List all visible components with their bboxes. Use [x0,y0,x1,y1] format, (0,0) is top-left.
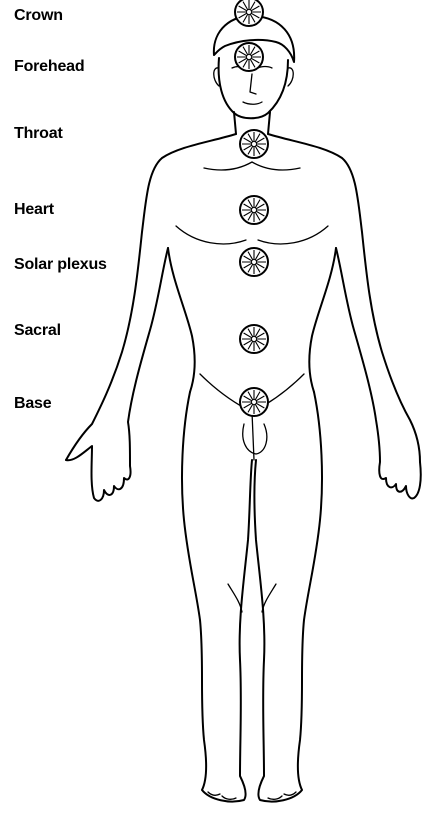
forehead-chakra-icon [235,43,263,71]
label-heart: Heart [14,201,54,219]
label-crown: Crown [14,7,63,25]
label-sacral: Sacral [14,322,61,340]
label-base: Base [14,395,51,413]
base-chakra-icon [240,388,268,416]
throat-chakra-icon [240,130,268,158]
label-forehead: Forehead [14,58,84,76]
sacral-chakra-icon [240,325,268,353]
label-solar-plexus: Solar plexus [14,256,107,274]
crown-chakra-icon [235,0,263,26]
label-throat: Throat [14,125,63,143]
heart-chakra-icon [240,196,268,224]
solar-plexus-chakra-icon [240,248,268,276]
